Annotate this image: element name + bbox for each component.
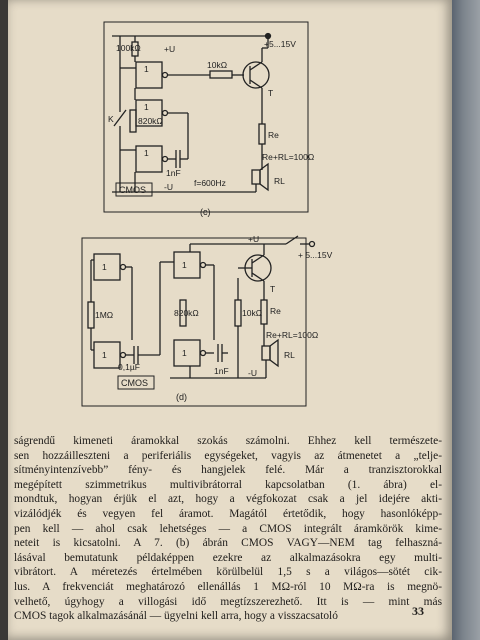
cmos-box-c [115, 182, 153, 197]
body-line-12: velhető, úgyhogy a villogási idő megtízs… [14, 595, 442, 608]
body-line-7: pen kell — ahol csak lehetséges — a CMOS… [14, 522, 442, 535]
schematics: 100kΩ +U +5...15V 1 1 1 10kΩ T 820kΩ K R… [81, 21, 333, 407]
label-plus-u-d: +U [248, 234, 259, 244]
gate-4-d [173, 339, 201, 367]
body-line-13: CMOS tagok alkalmazásánál — ügyelni kell… [14, 610, 338, 623]
label-switch-c: K [108, 114, 114, 124]
gate-1-d [93, 253, 121, 281]
body-line-9: lásával bemutatunk példaképpen ezekre az… [14, 551, 442, 564]
body-line-5: mondtuk, hogyan érjük el azt, hogy a vég… [14, 493, 442, 506]
label-supply-c: +5...15V [264, 39, 296, 49]
label-gate-d3: 1 [182, 260, 187, 270]
caption-d: (d) [176, 392, 187, 402]
label-cmos-d: CMOS [121, 378, 148, 388]
gate-3-c [135, 145, 163, 173]
body-line-3: sítményintenzívebb” fény- és hangjelek f… [14, 464, 442, 477]
label-cap-1n-d: 1nF [214, 366, 229, 376]
resistor-10k-d [234, 299, 242, 327]
gate-1-c [135, 61, 163, 89]
page-number: 33 [412, 604, 424, 618]
speaker-d [261, 345, 271, 361]
label-freq-c: f=600Hz [194, 178, 226, 188]
label-rl-d: RL [284, 350, 295, 360]
resistor-re-c [258, 123, 266, 145]
cmos-box-d [117, 375, 155, 390]
label-gate-d4: 1 [182, 348, 187, 358]
label-re-c: Re [268, 130, 279, 140]
label-plus-u-c: +U [164, 44, 175, 54]
label-gate-c2: 1 [144, 102, 149, 112]
label-rl-c: RL [274, 176, 285, 186]
resistor-820k-d [179, 299, 187, 327]
label-cap-c: 1nF [166, 168, 181, 178]
label-supply-d: + 5...15V [298, 250, 333, 260]
label-gate-c1: 1 [144, 64, 149, 74]
label-minus-u-c: -U [164, 182, 173, 192]
label-r-top-c: 100kΩ [116, 43, 141, 53]
label-cap-01-d: 0,1µF [118, 362, 140, 372]
label-gate-c3: 1 [144, 148, 149, 158]
gate-3-d [173, 251, 201, 279]
body-text: ságrendű kimeneti áramokkal szokás számo… [14, 434, 442, 624]
body-line-4: megépített szimmetrikus multivibrátorral… [14, 478, 442, 491]
label-r-10k-d: 10kΩ [242, 308, 262, 318]
label-re-rl-c: Re+RL=100Ω [262, 152, 314, 162]
page-edge [452, 0, 480, 640]
label-transistor-d: T [270, 284, 275, 294]
resistor-1m-d [87, 301, 95, 329]
gate-2-d [93, 341, 121, 369]
label-re-rl-d: Re+RL=100Ω [266, 330, 318, 340]
label-r-820k-d: 820kΩ [174, 308, 199, 318]
body-line-10: vibrátort. A méretezés értelmében körülb… [14, 566, 442, 579]
label-r-mid-c: 820kΩ [138, 116, 163, 126]
label-transistor-c: T [268, 88, 273, 98]
label-r-1m-d: 1MΩ [95, 310, 113, 320]
transistor-c [242, 61, 270, 89]
speaker-c [251, 169, 261, 185]
label-re-d: Re [270, 306, 281, 316]
diagram-d-frame [81, 237, 307, 407]
label-minus-u-d: -U [248, 368, 257, 378]
body-line-8: neteit is kicsatolni. A 7. (b) ábrán CMO… [14, 537, 442, 550]
label-cmos-c: CMOS [119, 185, 146, 195]
body-line-2: sen hozzáilleszteni a periferiális egysé… [14, 449, 442, 462]
diagram-c-frame [103, 21, 309, 213]
resistor-820k-c [129, 109, 137, 133]
body-line-1: ságrendű kimeneti áramokkal szokás számo… [14, 435, 442, 447]
label-gate-d1: 1 [102, 262, 107, 272]
label-r-base-c: 10kΩ [207, 60, 227, 70]
body-line-6: vizálódjék és vegyen fel áramot. Magától… [14, 507, 442, 520]
body-line-11: lus. A frekvenciát meghatározó ellenállá… [14, 580, 442, 593]
caption-c: (c) [200, 207, 211, 217]
resistor-10k-c [209, 70, 233, 79]
label-gate-d2: 1 [102, 350, 107, 360]
